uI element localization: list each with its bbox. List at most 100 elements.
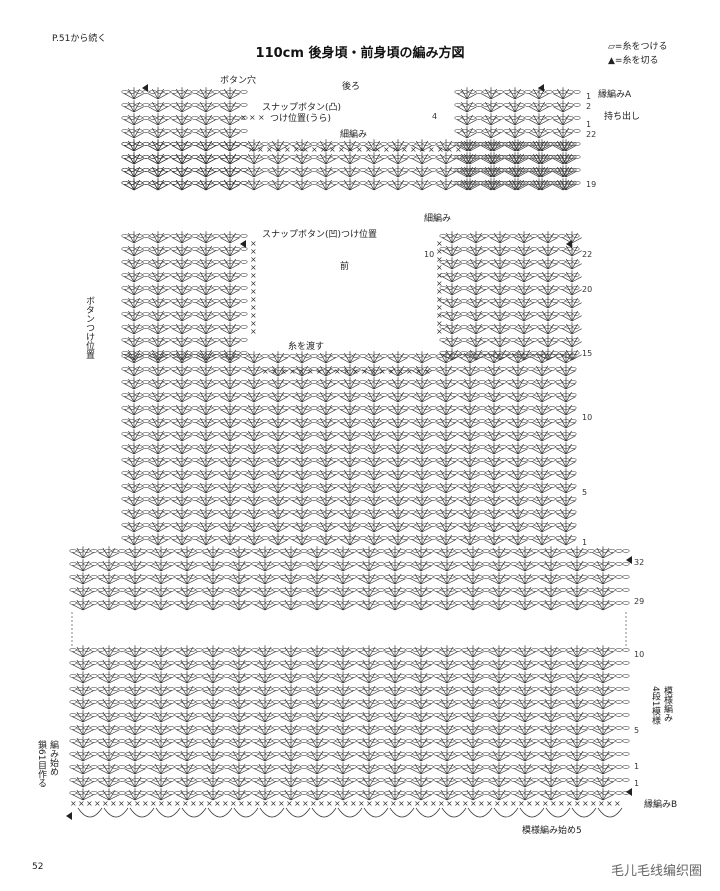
chain-row — [454, 102, 581, 107]
shell-motif — [124, 468, 144, 481]
shell-motif — [316, 377, 336, 390]
shell-motif — [508, 442, 528, 455]
shell-motif — [196, 507, 216, 520]
neckline-stitch: × — [436, 255, 443, 264]
shell-motif — [98, 684, 120, 697]
shell-motif — [124, 364, 144, 377]
shell-motif — [172, 126, 192, 139]
shell-motif — [124, 335, 144, 348]
shell-motif — [254, 788, 276, 801]
front-fine-stitch-label: 細編み — [424, 214, 452, 224]
shell-motif — [388, 364, 408, 377]
start-note: 編み始め — [48, 740, 58, 776]
shell-motif — [592, 749, 614, 762]
shell-motif — [508, 377, 528, 390]
shell-motif — [176, 736, 198, 749]
shell-motif — [358, 697, 380, 710]
shell-motif — [460, 165, 480, 178]
shell-motif — [172, 87, 192, 100]
chain-row — [439, 324, 580, 329]
shell-motif — [124, 351, 144, 364]
chain-row — [121, 535, 577, 540]
shell-motif — [532, 416, 552, 429]
shell-motif — [244, 442, 264, 455]
shell-motif — [340, 351, 360, 364]
shell-motif — [462, 585, 484, 598]
shell-motif — [124, 546, 146, 559]
shell-motif — [436, 152, 456, 165]
shell-motif — [228, 559, 250, 572]
shell-motif — [244, 165, 264, 178]
shell-motif — [148, 533, 168, 546]
shell-motif — [412, 481, 432, 494]
shell-motif — [98, 788, 120, 801]
shell-motif — [196, 178, 216, 191]
shell-motif — [358, 671, 380, 684]
shell-motif — [484, 416, 504, 429]
shell-motif — [388, 468, 408, 481]
shell-motif — [254, 546, 276, 559]
shell-motif — [254, 658, 276, 671]
shell-motif — [532, 507, 552, 520]
shell-motif — [202, 572, 224, 585]
shell-motif — [316, 178, 336, 191]
shell-motif — [358, 736, 380, 749]
shell-motif — [244, 468, 264, 481]
shell-motif — [244, 178, 264, 191]
shell-motif — [196, 139, 216, 152]
chain-row — [121, 418, 577, 423]
shell-motif — [124, 416, 144, 429]
shell-motif — [488, 585, 510, 598]
shell-motif — [280, 572, 302, 585]
shell-motif — [280, 559, 302, 572]
shell-motif — [388, 494, 408, 507]
chain-row — [69, 660, 630, 665]
shell-motif — [540, 598, 562, 611]
shell-motif — [220, 416, 240, 429]
shell-motif — [462, 645, 484, 658]
shell-motif — [540, 723, 562, 736]
shell-motif — [436, 684, 458, 697]
shell-motif — [532, 390, 552, 403]
shell-motif — [358, 723, 380, 736]
snap-convex-label: スナップボタン(凸) — [262, 103, 342, 113]
shell-motif — [176, 710, 198, 723]
shell-motif — [228, 749, 250, 762]
shell-motif — [254, 762, 276, 775]
shell-motif — [268, 481, 288, 494]
neckline-stitch: × — [250, 295, 257, 304]
cut-marker-icon — [626, 556, 632, 564]
shell-motif — [462, 572, 484, 585]
shell-motif — [481, 126, 501, 139]
shell-motif — [532, 178, 552, 191]
shell-motif — [196, 481, 216, 494]
shell-motif — [316, 494, 336, 507]
shell-motif — [316, 520, 336, 533]
shell-motif — [220, 520, 240, 533]
shell-motif — [532, 429, 552, 442]
shell-motif — [508, 403, 528, 416]
shell-motif — [566, 658, 588, 671]
cut-marker-icon — [626, 788, 632, 796]
shell-motif — [412, 520, 432, 533]
shell-motif — [292, 403, 312, 416]
front-row-5: 5 — [582, 488, 588, 497]
shell-motif — [172, 442, 192, 455]
shell-motif — [566, 710, 588, 723]
shell-motif — [196, 468, 216, 481]
shell-motif — [124, 749, 146, 762]
shell-motif — [462, 697, 484, 710]
shell-motif — [540, 710, 562, 723]
shell-motif — [150, 697, 172, 710]
shell-motif — [220, 100, 240, 113]
shell-motif — [592, 658, 614, 671]
shell-motif — [412, 429, 432, 442]
shell-motif — [340, 139, 360, 152]
shell-motif — [484, 377, 504, 390]
shell-motif — [488, 736, 510, 749]
shell-motif — [462, 598, 484, 611]
shell-motif — [436, 736, 458, 749]
shell-motif — [364, 455, 384, 468]
shell-motif — [592, 546, 614, 559]
shell-motif — [148, 335, 168, 348]
